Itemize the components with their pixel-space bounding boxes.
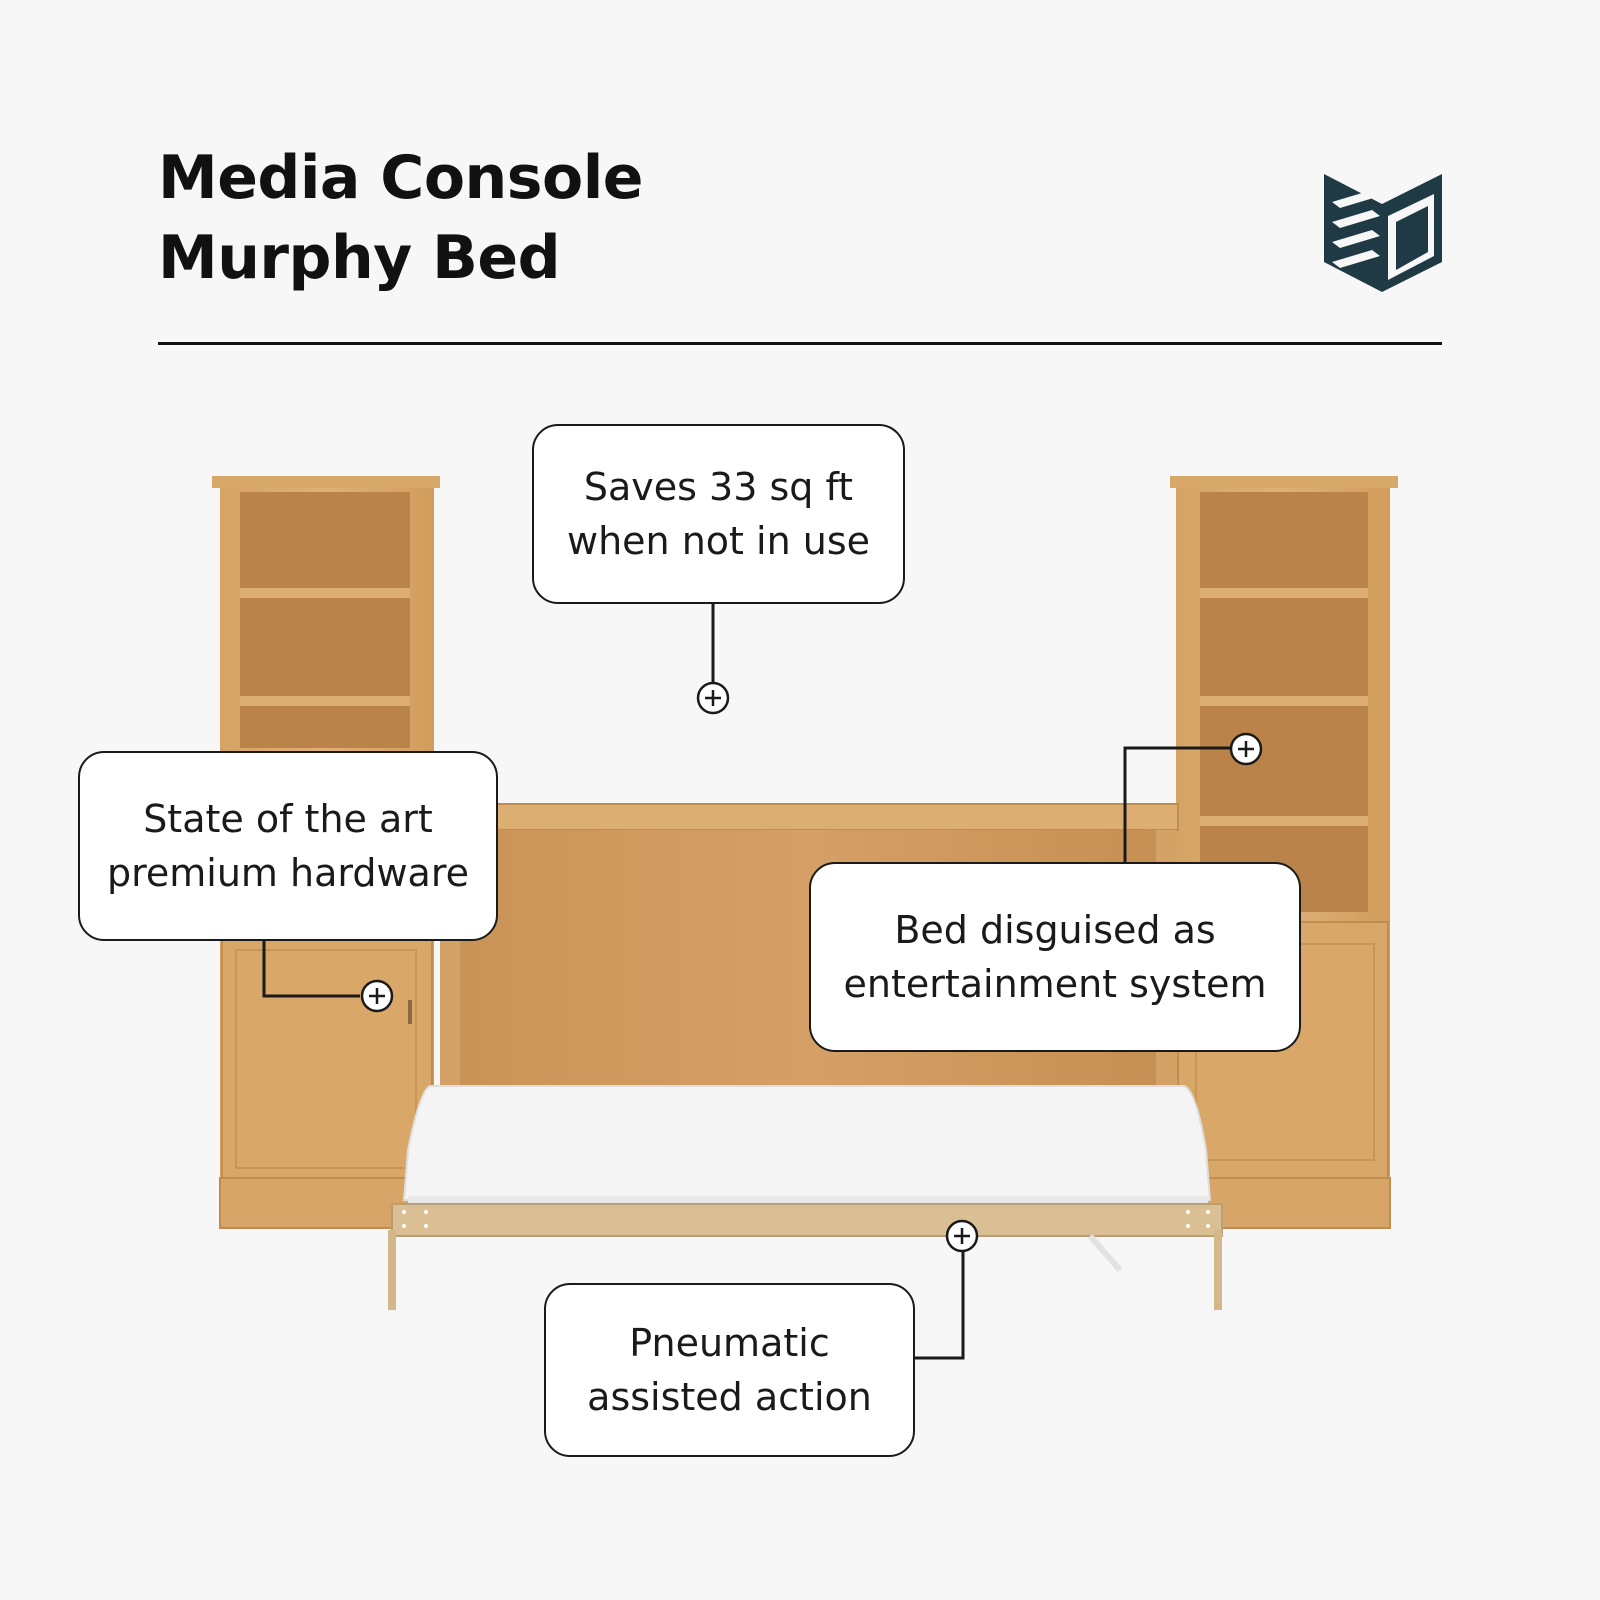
plus-circle-icon[interactable] [945, 1219, 979, 1253]
callout-text: Pneumatic [629, 1321, 830, 1365]
callout-text: Bed disguised as [894, 908, 1216, 952]
title-line-2: Murphy Bed [158, 223, 561, 293]
callout-pneumatic-action: Pneumatic assisted action [544, 1283, 915, 1457]
bed-frame [388, 1085, 1223, 1310]
callout-space-saving: Saves 33 sq ft when not in use [532, 424, 905, 604]
plus-circle-icon[interactable] [696, 681, 730, 715]
plus-circle-icon[interactable] [360, 979, 394, 1013]
callout-premium-hardware: State of the art premium hardware [78, 751, 498, 941]
plus-circle-icon[interactable] [1229, 732, 1263, 766]
brand-logo-icon [1324, 174, 1442, 292]
callout-text: Saves 33 sq ft [583, 465, 854, 509]
callout-text: State of the art [143, 797, 433, 841]
callout-text: assisted action [587, 1375, 872, 1419]
callout-text: entertainment system [843, 962, 1267, 1006]
header-divider [158, 342, 1442, 345]
page-title: Media Console Murphy Bed [158, 138, 643, 298]
right-bookcase-tower [1170, 476, 1398, 1229]
callout-text: premium hardware [106, 851, 470, 895]
callout-disguised-bed: Bed disguised as entertainment system [809, 862, 1301, 1052]
title-line-1: Media Console [158, 143, 643, 213]
callout-text: when not in use [567, 519, 870, 563]
